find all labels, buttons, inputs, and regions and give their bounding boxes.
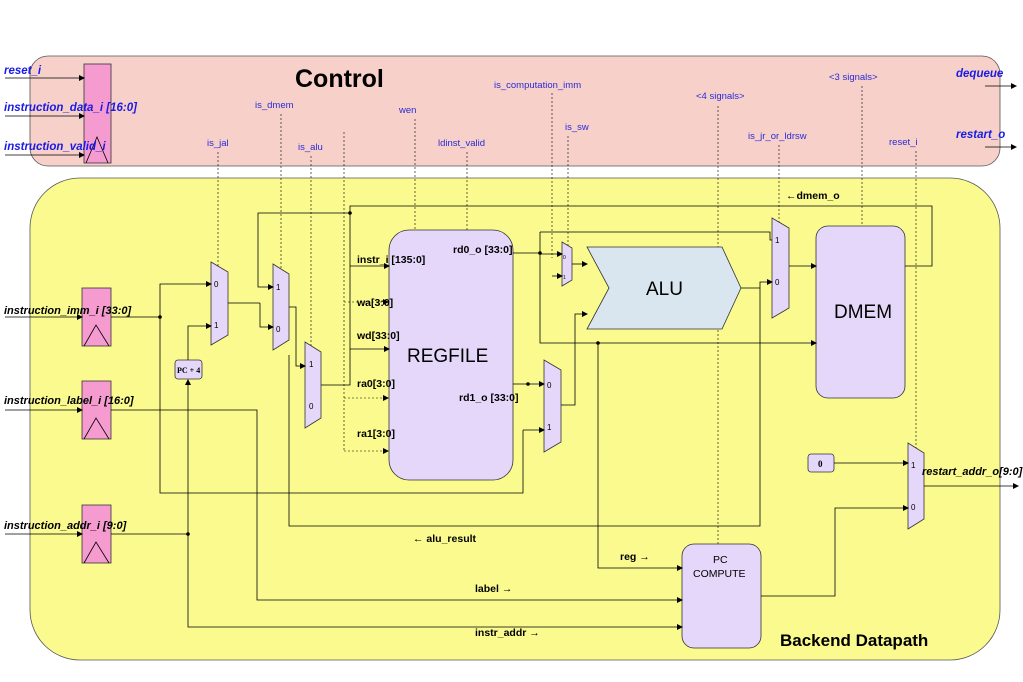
control-region [29,55,1001,167]
port-instruction-label-i: instruction_label_i [16:0] [4,395,134,407]
wire-alu-result: ← alu_result [413,533,477,545]
datapath-region [29,177,1001,661]
signal-is-alu: is_alu [298,142,323,153]
mux-dmem-select-in0: 0 [276,325,281,334]
signal-ldinst-valid: ldinst_valid [438,138,485,149]
mux-pc-select-in0: 0 [214,280,219,289]
mux-restart-addr [907,442,925,530]
port-reset-i: reset_i [4,65,42,77]
control-input-register [83,63,112,164]
mux-alu-operand-a [561,241,573,287]
wire-dmem-o: ←dmem_o [786,190,840,202]
mux-alu-a-in0: 0 [563,255,566,261]
signal-three-signals: <3 signals> [829,72,878,83]
mux-restart-in1: 1 [911,461,916,470]
wire-instr-addr: instr_addr → [475,627,540,639]
alu-block [586,246,742,330]
port-instruction-valid-i: instruction_valid_i [4,141,106,153]
regfile-port-ra1: ra1[3:0] [357,428,395,440]
addr-register [81,504,112,564]
label-register [81,380,112,440]
wire-label: label → [475,583,512,595]
regfile-label: REGFILE [407,346,488,367]
port-instruction-addr-i: instruction_addr_i [9:0] [4,520,127,532]
mux-alu-b-in0: 0 [547,381,552,390]
mux-alu-select-in1: 1 [309,360,314,369]
mux-alu-select-in0: 0 [309,402,314,411]
datapath-title: Backend Datapath [780,631,928,650]
port-instruction-data-i: instruction_data_i [16:0] [4,102,138,114]
signal-reset-i: reset_i [889,137,918,148]
mux-dmem-addr-in1: 1 [775,236,780,245]
signal-is-jal: is_jal [207,138,229,149]
mux-dmem-addr-in0: 0 [775,278,780,287]
signal-wen: wen [398,105,416,116]
signal-is-sw: is_sw [565,122,589,133]
signal-four-signals: <4 signals> [696,91,745,102]
port-dequeue: dequeue [956,68,1004,80]
mux-pc-select [210,261,229,346]
imm-register [81,287,112,347]
regfile-port-wa: wa[3:0] [356,297,393,309]
regfile-port-rd1: rd1_o [33:0] [459,392,519,404]
control-title: Control [295,65,384,93]
mux-dmem-select [272,263,290,351]
mux-alu-select [304,341,322,429]
zero-const-label: 0 [818,459,823,469]
signal-is-computation-imm: is_computation_imm [494,80,581,91]
dmem-label: DMEM [834,302,892,323]
alu-label: ALU [646,279,683,300]
pc-plus4-label: PC + 4 [177,366,200,375]
signal-is-jr-or-ldrsw: is_jr_or_ldrsw [748,131,807,142]
pc-compute-label-line1: PC [713,554,728,566]
mux-pc-select-in1: 1 [214,321,219,330]
mux-dmem-select-in1: 1 [276,283,281,292]
port-restart-o: restart_o [956,129,1005,141]
signal-is-dmem: is_dmem [255,100,294,111]
regfile-block [388,229,514,481]
regfile-port-rd0: rd0_o [33:0] [453,244,513,256]
pc-compute-label-line2: COMPUTE [693,568,746,580]
dmem-block [815,225,906,399]
regfile-port-wd: wd[33:0] [356,330,400,342]
mux-alu-a-in1: 1 [563,275,566,281]
port-restart-addr-o: restart_addr_o[9:0] [922,466,1023,478]
mux-dmem-addr [771,217,790,319]
port-instruction-imm-i: instruction_imm_i [33:0] [4,305,131,317]
regfile-port-ra0: ra0[3:0] [357,378,395,390]
mux-restart-in0: 0 [911,503,916,512]
wire-reg: reg → [620,551,650,563]
mux-alu-b-in1: 1 [547,423,552,432]
regfile-port-instr-i: instr_i [135:0] [357,254,425,266]
mux-alu-operand-b [543,359,562,453]
